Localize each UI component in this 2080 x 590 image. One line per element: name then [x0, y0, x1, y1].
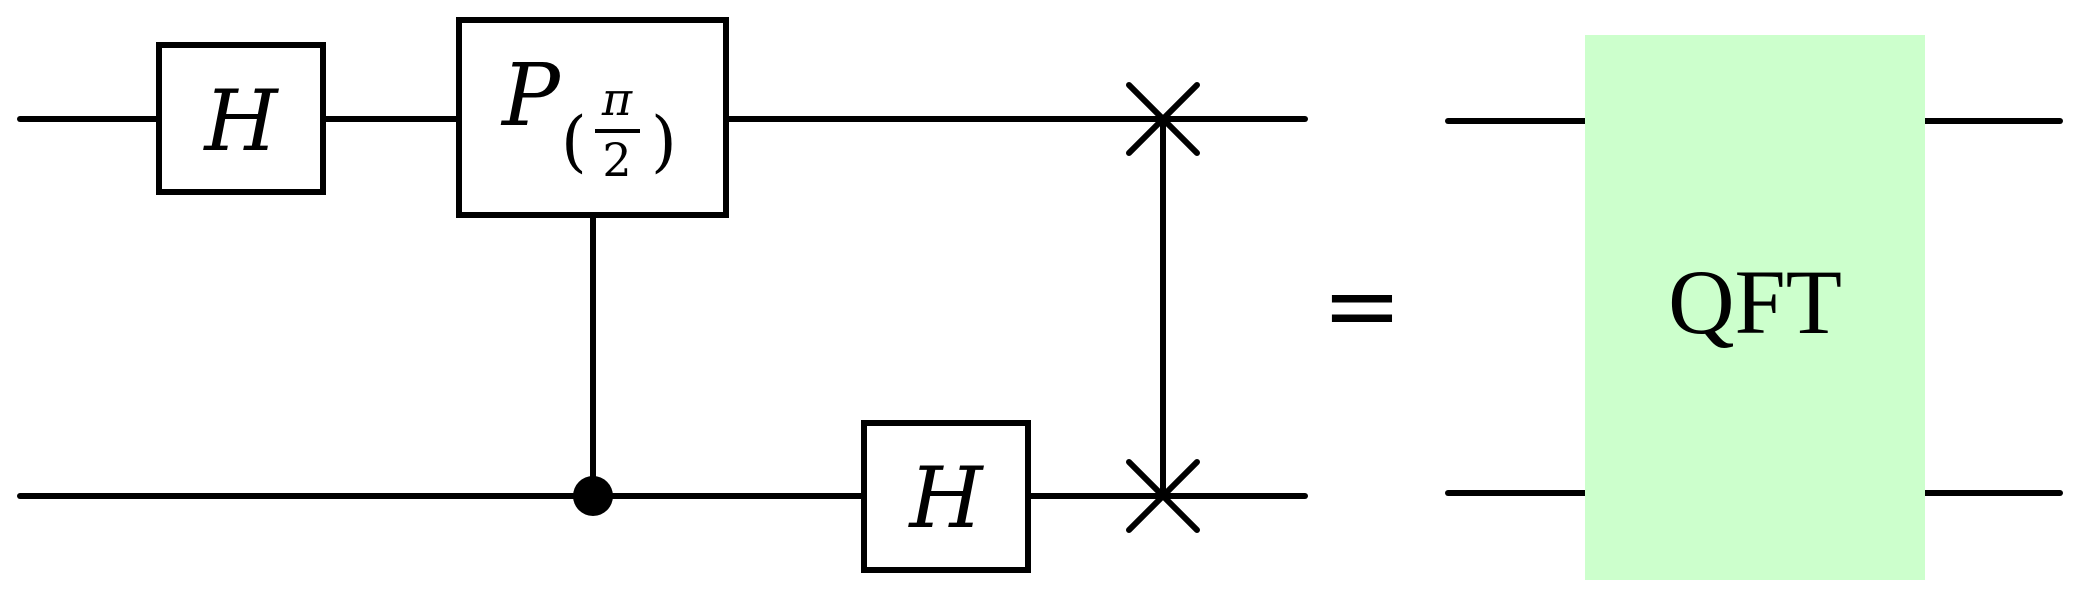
swap-cross-top — [1126, 82, 1200, 156]
phase-gate-open-paren: ( — [561, 103, 587, 180]
swap-cross-top-stroke-b — [1126, 82, 1200, 156]
equals-sign: = — [1322, 250, 1402, 362]
phase-gate: P ( π 2 ) — [456, 17, 729, 218]
hadamard-gate-bottom-box — [861, 420, 1031, 573]
hadamard-gate-top-label: H — [202, 72, 279, 170]
qft-block — [1585, 35, 1925, 580]
control-dot — [573, 476, 613, 516]
phase-gate-close-paren: ) — [651, 103, 677, 180]
phase-gate-denominator: 2 — [602, 133, 631, 187]
hadamard-gate-top: H — [156, 42, 326, 195]
hadamard-gate-bottom-label: H — [907, 449, 984, 547]
swap-cross-bottom — [1126, 459, 1200, 533]
hadamard-gate-bottom: H — [861, 420, 1031, 573]
hadamard-gate-top-box — [156, 42, 326, 195]
phase-gate-symbol: P — [500, 46, 562, 146]
qft-label: QFT — [1668, 251, 1842, 353]
phase-gate-box — [456, 17, 729, 218]
phase-gate-numerator: π — [601, 72, 633, 126]
swap-cross-bottom-stroke-b — [1126, 459, 1200, 533]
